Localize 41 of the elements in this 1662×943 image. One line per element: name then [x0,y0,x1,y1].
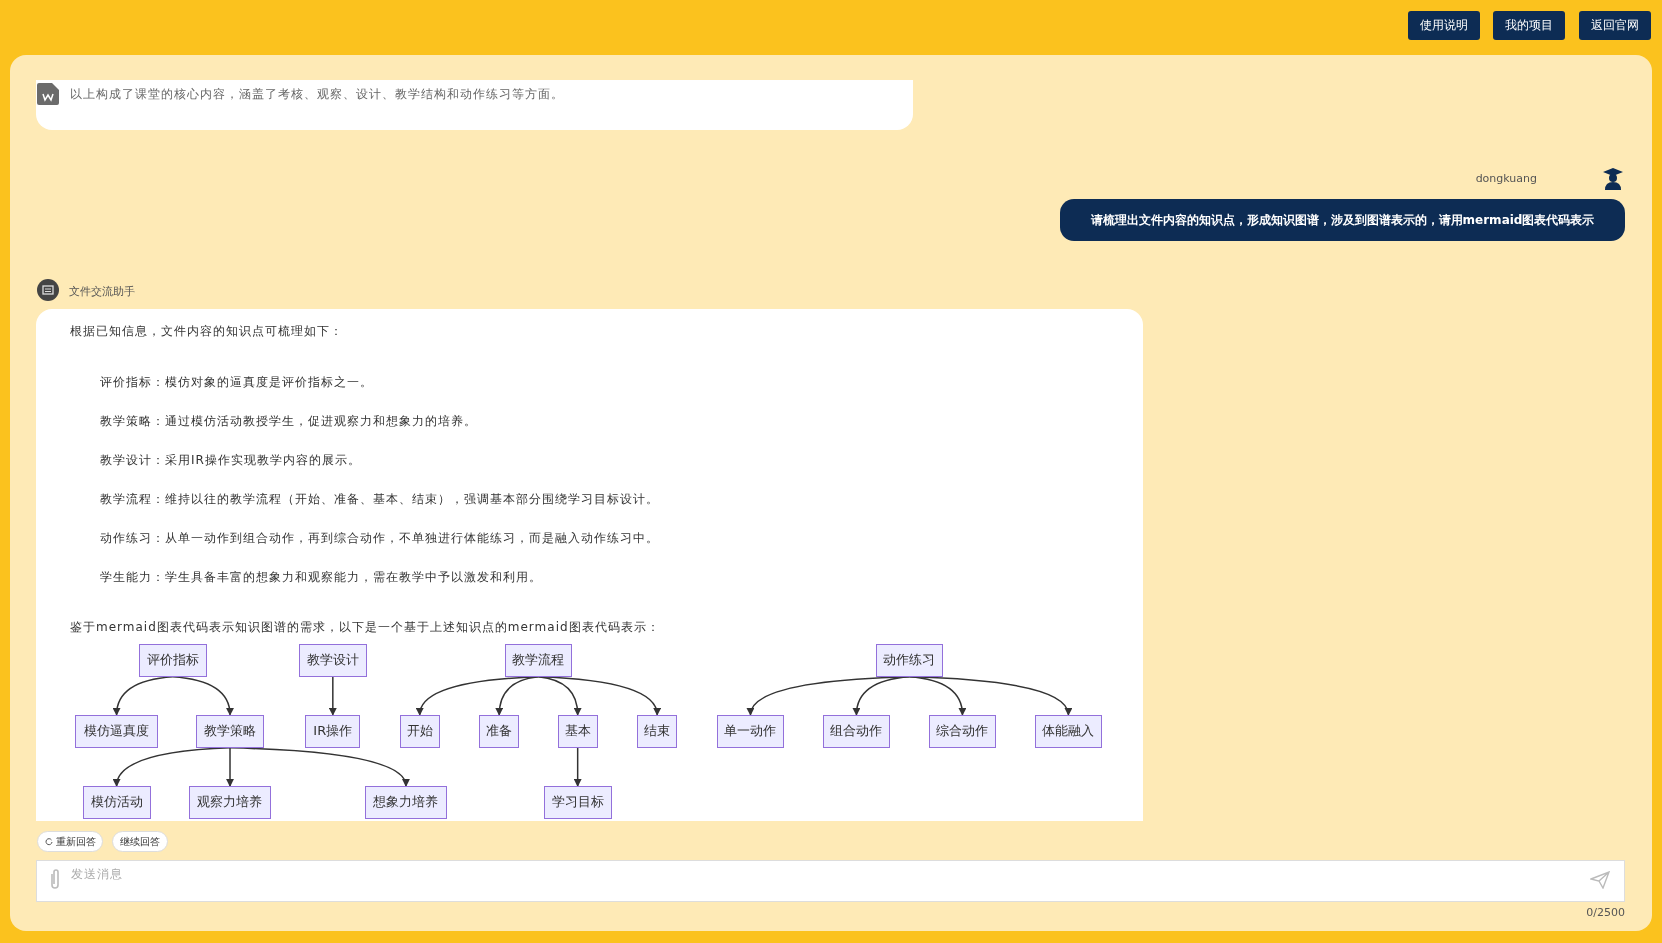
concept-box: 观察力培养 [188,785,272,819]
concept-box: 开始 [399,714,440,748]
concept-box: 准备 [479,714,520,748]
concept-box: 评价指标 [138,643,207,677]
help-button: 使用说明 [1408,11,1480,40]
user-message-bubble: 请梳理出文件内容的知识点，形成知识图谱，涉及到图谱表示的，请用mermaid图表代码表示 [1060,199,1625,241]
concept-box: 想象力培养 [364,785,448,819]
continue-button: 继续回答 [112,831,168,852]
concept-box: 体能融入 [1034,714,1103,748]
concept-box: 模仿活动 [82,785,151,819]
regenerate-button: 重新回答 [37,831,103,852]
concept-box: 模仿逼真度 [75,714,158,748]
list-item: 教学流程：维持以往的教学流程（开始、准备、基本、结束），强调基本部分围绕学习目标设计。 [100,491,659,508]
concept-box: 教学策略 [196,714,264,748]
concept-box: 教学流程 [504,643,573,677]
concept-box: 学习目标 [543,785,612,819]
list-item: 动作练习：从单一动作到组合动作，再到综合动作，不单独进行体能练习，而是融入动作练习中。 [100,530,659,547]
arrow [226,747,234,787]
arrow [328,676,337,716]
list-item: 教学设计：采用IR操作实现教学内容的展示。 [100,452,361,469]
website-button: 返回官网 [1579,11,1651,40]
concept-box: 动作练习 [875,643,944,677]
assistant-name: 文件交流助手 [69,284,135,299]
concept-box: 单一动作 [716,714,785,748]
concept-box: 组合动作 [822,714,891,748]
concept-box: 结束 [637,714,678,748]
list-item: 学生能力：学生具备丰富的想象力和观察能力，需在教学中予以激发和利用。 [100,569,542,586]
list-item: 评价指标：模仿对象的逼真度是评价指标之一。 [100,374,373,391]
concept-box: 综合动作 [928,714,997,748]
concept-box: 教学设计 [298,643,367,677]
projects-button: 我的项目 [1493,11,1565,40]
concept-box: IR操作 [305,714,361,748]
list-item: 教学策略：通过模仿活动教授学生，促进观察力和想象力的培养。 [100,413,477,430]
message-text: 以上构成了课堂的核心内容，涵盖了考核、观察、设计、教学结构和动作练习等方面。 [70,86,564,103]
message-text: 鉴于mermaid图表代码表示知识图谱的需求，以下是一个基于上述知识点的mermaid图表代码表示： [70,619,660,636]
user-name: dongkuang [1475,172,1537,185]
placeholder-text: 发送消息 [71,866,123,883]
concept-box: 基本 [557,714,598,748]
character-counter: 0/2500 [1586,906,1625,919]
message-text: 根据已知信息，文件内容的知识点可梳理如下： [70,323,343,340]
arrow [573,747,582,787]
